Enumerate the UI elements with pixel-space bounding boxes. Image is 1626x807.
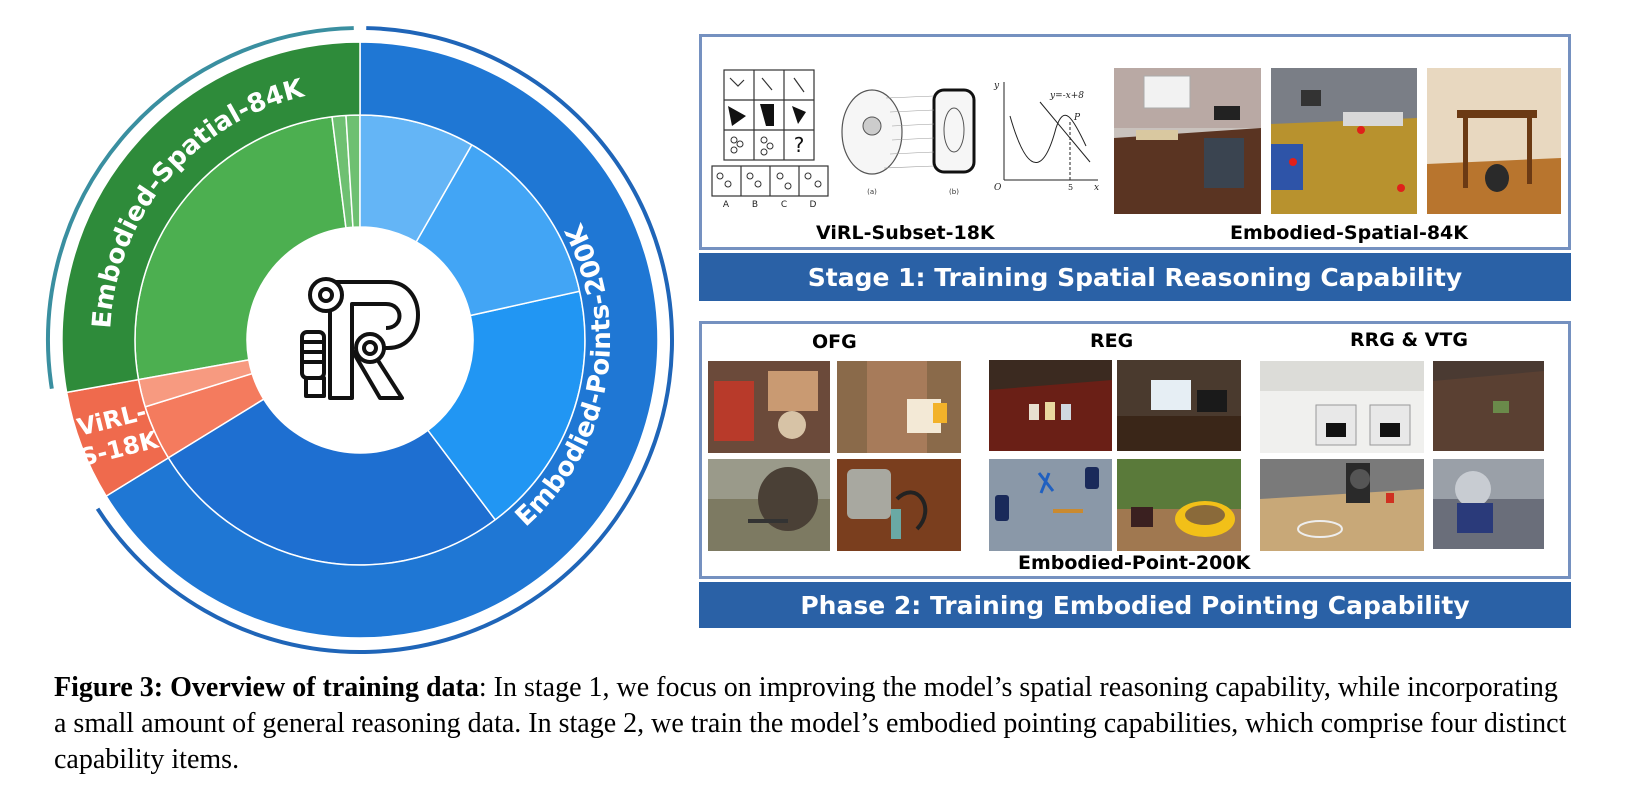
room-photo-dog-table — [1427, 68, 1561, 214]
graph-origin: O — [994, 183, 1002, 193]
caption-text: : In stage 1, we focus on improving the … — [54, 672, 1567, 775]
stage2-banner-text: Phase 2: Training Embodied Pointing Capa… — [800, 590, 1470, 620]
inner-ring — [134, 114, 586, 566]
option-a: A — [723, 200, 730, 210]
function-graph-image: y=-x+8 P O x y 5 — [990, 76, 1102, 200]
stage1-banner: Stage 1: Training Spatial Reasoning Capa… — [699, 253, 1571, 301]
puzzle-image: ? A B C D — [708, 66, 832, 210]
option-c: C — [781, 200, 787, 210]
cell-label-b: (b) — [949, 188, 959, 196]
training-data-sunburst: Embodied-Points-200KEmbodied-Spatial-84K… — [46, 26, 674, 654]
outer-ring — [61, 41, 659, 639]
graph-equation: y=-x+8 — [1049, 91, 1084, 101]
embodied-point-label: Embodied-Point-200K — [1018, 552, 1251, 574]
robot-r-logo-icon — [300, 277, 420, 400]
puzzle-question-mark: ? — [794, 133, 805, 157]
virl-subset-label: ViRL-Subset-18K — [816, 222, 995, 244]
option-d: D — [810, 200, 817, 210]
ofg-photo-3 — [708, 459, 830, 551]
ofg-photo-1 — [708, 361, 830, 453]
outer-border-arcs — [46, 26, 674, 654]
rrg-vtg-label: RRG & VTG — [1350, 329, 1468, 351]
graph-x-axis: x — [1094, 183, 1099, 193]
outer-border-arc-0 — [95, 26, 674, 654]
option-b: B — [752, 200, 758, 210]
room-render-1 — [1114, 68, 1261, 214]
figure-caption: Figure 3: Overview of training data: In … — [54, 670, 1576, 778]
stage1-banner-text: Stage 1: Training Spatial Reasoning Capa… — [807, 262, 1463, 292]
ofg-label: OFG — [812, 331, 857, 353]
cell-diagram-image: (a) (b) — [836, 76, 986, 202]
graph-point-label: P — [1073, 113, 1081, 123]
graph-y-axis: y — [993, 81, 1000, 91]
room-render-2 — [1271, 68, 1417, 214]
cell-label-a: (a) — [867, 188, 877, 196]
rrg-photo-1 — [1260, 361, 1424, 453]
graph-tick: 5 — [1068, 183, 1073, 192]
reg-photo-4 — [1117, 459, 1241, 551]
outer-segment-0 — [105, 41, 659, 639]
stage2-banner: Phase 2: Training Embodied Pointing Capa… — [699, 582, 1571, 628]
outer-border-arc-1 — [46, 26, 354, 390]
reg-label: REG — [1090, 330, 1134, 352]
vtg-photo-1 — [1260, 459, 1424, 551]
embodied-spatial-label: Embodied-Spatial-84K — [1230, 222, 1469, 244]
reg-photo-1 — [989, 360, 1112, 451]
outer-segment-2 — [61, 41, 361, 394]
reg-photo-3 — [989, 459, 1112, 551]
caption-lead: Figure 3: Overview of training data — [54, 672, 479, 703]
ofg-photo-4 — [837, 459, 961, 551]
reg-photo-2 — [1117, 360, 1241, 451]
vtg-photo-2 — [1433, 459, 1544, 549]
rrg-photo-2 — [1433, 361, 1544, 451]
ofg-photo-2 — [837, 361, 961, 453]
